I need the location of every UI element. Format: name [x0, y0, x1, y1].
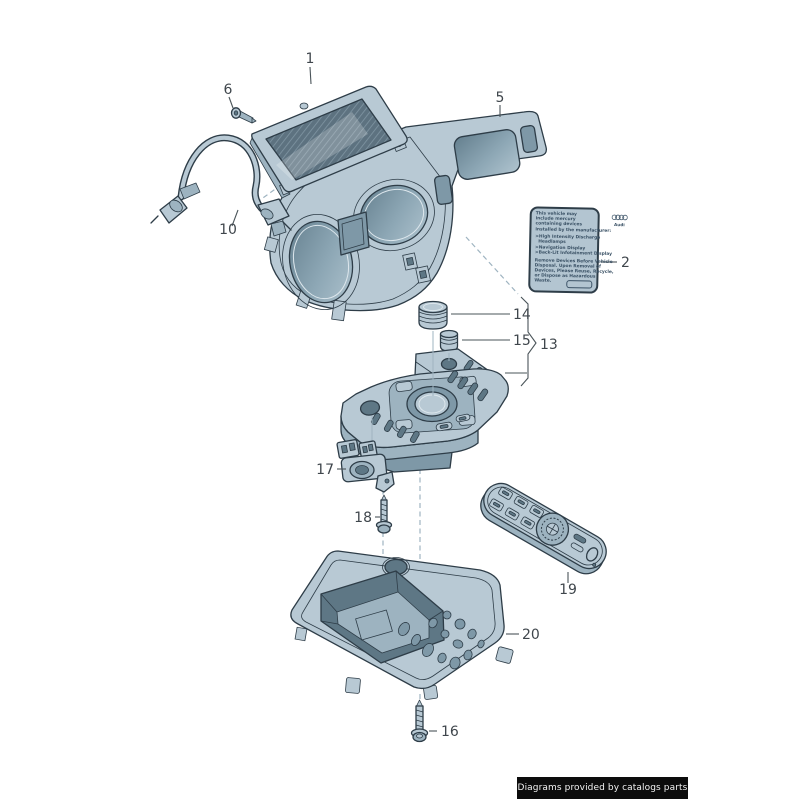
part-mercury-warning-label[interactable]: This vehicle may include mercury contain…: [528, 206, 628, 294]
callout-1[interactable]: 1: [306, 51, 315, 67]
callout-18[interactable]: 18: [354, 510, 372, 526]
callout-numbers: 1 6 5 10 2 14 15 13 17 18 19 20 16: [219, 51, 630, 740]
footer-credit-badge: Diagrams provided by catalogs parts: [517, 777, 688, 799]
part-screw-18[interactable]: [375, 494, 393, 534]
label-device-list: >High Intensity Discharge Headlamps >Nav…: [534, 234, 613, 257]
audi-rings-icon: [611, 214, 628, 221]
part-remote-control[interactable]: [475, 477, 613, 580]
callout-14[interactable]: 14: [513, 307, 531, 323]
part-knob-small[interactable]: [439, 329, 459, 352]
callout-20[interactable]: 20: [522, 627, 540, 643]
callout-15[interactable]: 15: [513, 333, 531, 349]
label-intro-text: This vehicle may include mercury contain…: [535, 211, 612, 234]
label-brand-name: Audi: [613, 222, 625, 228]
callout-16[interactable]: 16: [441, 724, 459, 740]
footer-credit-text: Diagrams provided by catalogs parts: [517, 783, 688, 793]
callout-5[interactable]: 5: [496, 90, 505, 106]
part-console-frame[interactable]: [290, 550, 514, 700]
part-knob-large[interactable]: [418, 300, 448, 330]
part-mmi-control-panel[interactable]: [340, 368, 509, 473]
part-screw-6[interactable]: [230, 107, 257, 124]
callout-13[interactable]: 13: [540, 337, 558, 353]
group-bracket-13: [520, 296, 537, 387]
label-brand-block: Audi: [611, 213, 628, 234]
part-antenna-cable[interactable]: [150, 134, 292, 237]
callout-2[interactable]: 2: [621, 255, 630, 271]
callout-17[interactable]: 17: [316, 462, 334, 478]
callout-leader-lines: [228, 66, 617, 732]
part-switch-unit[interactable]: [336, 439, 395, 493]
callout-19[interactable]: 19: [559, 582, 577, 598]
label-part-number-pill: [566, 280, 593, 289]
callout-6[interactable]: 6: [224, 82, 233, 98]
part-screw-16[interactable]: [410, 699, 429, 743]
part-display-unit[interactable]: [249, 85, 408, 199]
callout-10[interactable]: 10: [219, 222, 237, 238]
